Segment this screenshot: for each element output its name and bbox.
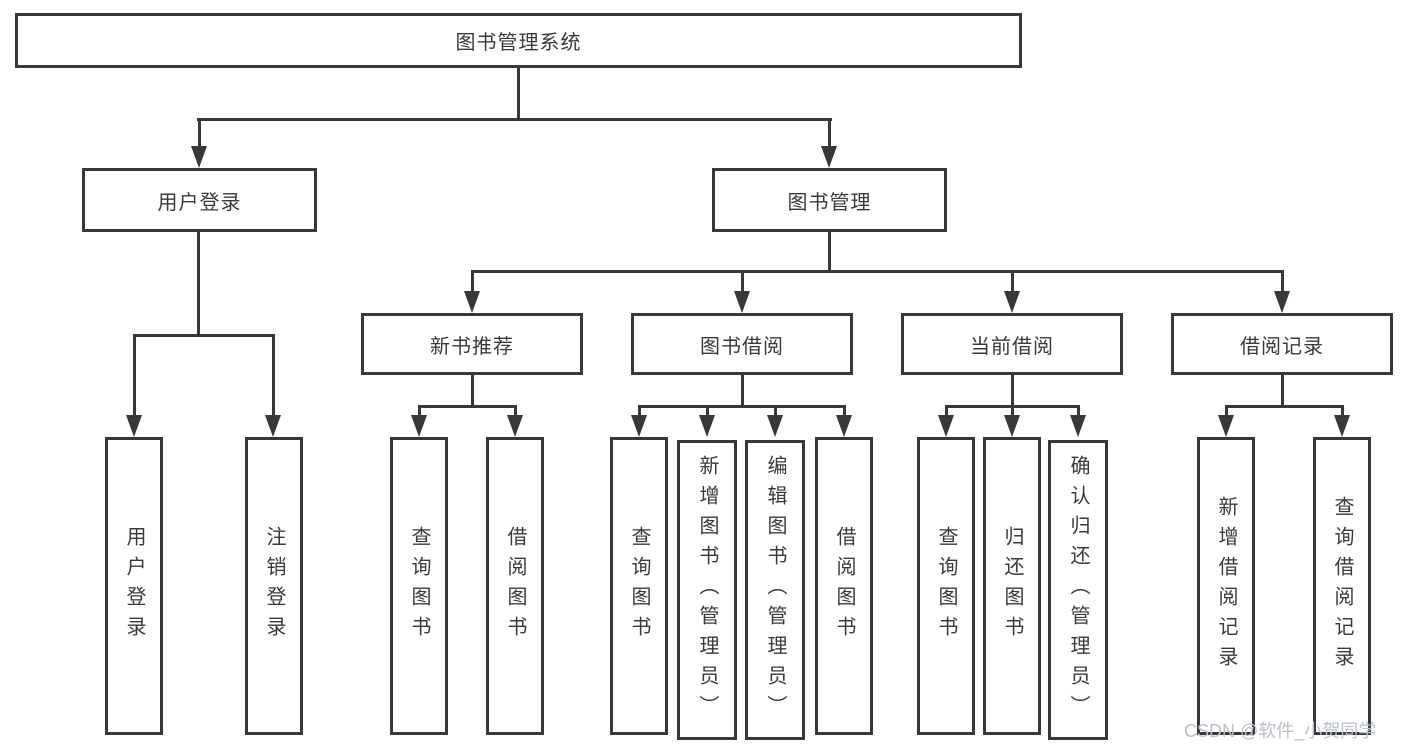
connector-to-records [1281,270,1284,294]
connector-stub [774,405,777,418]
connector-records-branch [1225,405,1344,408]
connector-to-current [1011,270,1014,294]
node-borrow-records: 借阅记录 [1171,313,1393,375]
connector-recommend-branch [418,405,517,408]
leaf-current-return-book: 归还图书 [983,437,1041,735]
arrowhead-down-icon [464,291,480,313]
connector-stub [638,405,641,418]
node-current-borrow: 当前借阅 [901,313,1123,375]
leaf-logout: 注销登录 [245,437,303,735]
leaf-current-query-book-label: 查询图书 [935,526,957,646]
leaf-recommend-borrow-book-label: 借阅图书 [504,526,526,646]
connector-stub [1011,405,1014,418]
connector-stub [418,405,421,418]
node-user-login: 用户登录 [82,168,317,232]
arrowhead-down-icon [734,291,750,313]
arrowhead-down-icon [836,415,852,437]
arrowhead-down-icon [126,415,142,437]
leaf-borrow-borrow-book: 借阅图书 [815,437,873,735]
leaf-records-add-record-label: 新增借阅记录 [1215,496,1237,676]
arrowhead-down-icon [1218,415,1234,437]
connector-root-down [517,68,520,121]
node-new-book-recommend-label: 新书推荐 [430,335,514,358]
leaf-recommend-query-book: 查询图书 [390,437,448,735]
node-book-manage-label: 图书管理 [787,191,872,214]
connector-to-borrow [741,270,744,294]
arrowhead-down-icon [1004,291,1020,313]
leaf-records-query-record: 查询借阅记录 [1313,437,1371,735]
node-new-book-recommend: 新书推荐 [361,313,583,375]
connector-to-login [198,118,201,149]
connector-recommend-down [471,375,474,408]
leaf-recommend-query-book-label: 查询图书 [408,526,430,646]
connector-to-logout [272,334,275,418]
node-borrow-records-label: 借阅记录 [1240,335,1324,358]
leaf-current-confirm-return-admin-label: 确认归还（管理员） [1067,455,1089,725]
connector-login-down [197,232,200,337]
connector-stub [514,405,517,418]
arrowhead-down-icon [938,415,954,437]
arrowhead-down-icon [821,146,837,168]
connector-login-branch [133,334,275,337]
leaf-borrow-edit-book-admin: 编辑图书（管理员） [745,440,805,740]
connector-current-down [1011,375,1014,408]
node-book-borrow-label: 图书借阅 [700,335,784,358]
connector-root-branch [197,118,832,121]
arrowhead-down-icon [191,146,207,168]
connector-stub [945,405,948,418]
connector-stub [1225,405,1228,418]
leaf-recommend-borrow-book: 借阅图书 [486,437,544,735]
leaf-borrow-query-book-label: 查询图书 [628,526,650,646]
node-book-manage: 图书管理 [712,168,947,232]
leaf-records-add-record: 新增借阅记录 [1197,437,1255,735]
connector-to-recommend [471,270,474,294]
connector-manage-down [828,232,831,273]
leaf-borrow-add-book-admin: 新增图书（管理员） [677,440,737,740]
arrowhead-down-icon [699,415,715,437]
connector-records-down [1281,375,1284,408]
connector-to-manage [828,118,831,149]
connector-borrow-branch [638,405,846,408]
leaf-borrow-add-book-admin-label: 新增图书（管理员） [696,455,718,725]
leaf-borrow-edit-book-admin-label: 编辑图书（管理员） [764,455,786,725]
leaf-current-query-book: 查询图书 [917,437,975,735]
arrowhead-down-icon [411,415,427,437]
connector-borrow-down [741,375,744,408]
arrowhead-down-icon [1334,415,1350,437]
connector-to-login-user [133,334,136,418]
leaf-current-return-book-label: 归还图书 [1001,526,1023,646]
arrowhead-down-icon [507,415,523,437]
leaf-logout-label: 注销登录 [263,526,285,646]
leaf-borrow-query-book: 查询图书 [610,437,668,735]
leaf-records-query-record-label: 查询借阅记录 [1331,496,1353,676]
node-user-login-label: 用户登录 [157,191,242,214]
leaf-current-confirm-return-admin: 确认归还（管理员） [1048,440,1108,740]
arrowhead-down-icon [631,415,647,437]
connector-stub [706,405,709,418]
connector-stub [1341,405,1344,418]
arrowhead-down-icon [265,415,281,437]
connector-stub [843,405,846,418]
leaf-borrow-borrow-book-label: 借阅图书 [833,526,855,646]
leaf-user-login-label: 用户登录 [123,526,145,646]
connector-stub [1077,405,1080,418]
csdn-watermark: CSDN @软件_小贺同学 [1184,721,1377,741]
arrowhead-down-icon [1004,415,1020,437]
node-root: 图书管理系统 [15,13,1022,68]
node-root-label: 图书管理系统 [455,32,582,54]
node-current-borrow-label: 当前借阅 [970,335,1054,358]
arrowhead-down-icon [767,415,783,437]
node-book-borrow: 图书借阅 [631,313,853,375]
arrowhead-down-icon [1070,415,1086,437]
arrowhead-down-icon [1274,291,1290,313]
leaf-user-login: 用户登录 [105,437,163,735]
connector-manage-branch [471,270,1284,273]
